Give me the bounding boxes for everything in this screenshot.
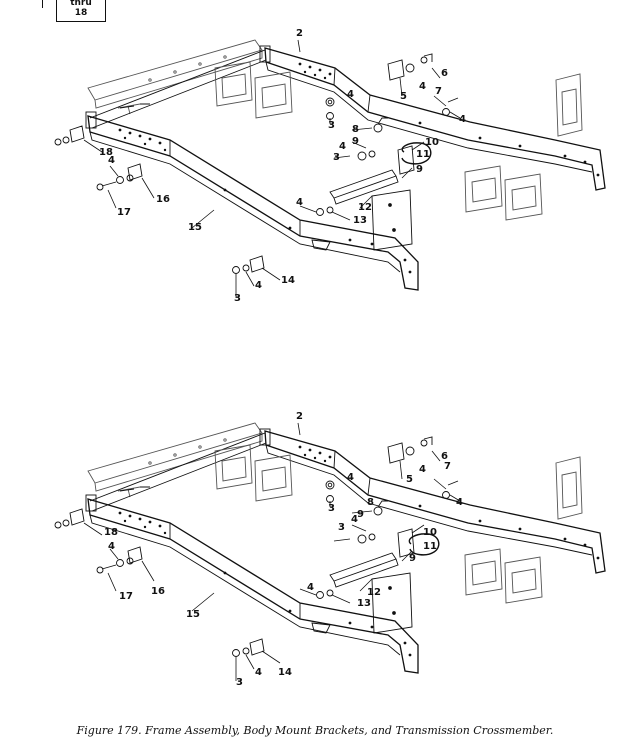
callout-13-bottom: 13 xyxy=(357,598,371,609)
callout-4-top: 4 xyxy=(347,89,354,100)
callout-3-bottom: 3 xyxy=(328,503,335,514)
callout-4-bottom: 4 xyxy=(255,667,262,678)
callout-4-top: 4 xyxy=(459,114,466,125)
callout-14-top: 14 xyxy=(281,275,295,286)
callout-4-top: 4 xyxy=(296,197,303,208)
callout-4-bottom: 4 xyxy=(419,464,426,475)
callout-16-bottom: 16 xyxy=(151,586,165,597)
callout-2-top: 2 xyxy=(296,28,303,39)
callout-15-top: 15 xyxy=(188,222,202,233)
callout-2-bottom: 2 xyxy=(296,411,303,422)
callout-11-top: 11 xyxy=(416,149,430,160)
callout-5-top: 5 xyxy=(400,91,407,102)
callout-9-bottom: 9 xyxy=(357,509,364,520)
callout-4-top: 4 xyxy=(108,155,115,166)
callout-3-bottom: 3 xyxy=(338,522,345,533)
callout-8-top: 8 xyxy=(352,124,359,135)
header-line-thru: thru xyxy=(70,0,92,8)
callout-16-top: 16 xyxy=(156,194,170,205)
figure-caption: Figure 179. Frame Assembly, Body Mount B… xyxy=(76,724,554,737)
header-tick-mark xyxy=(42,0,44,8)
header-line-18: 18 xyxy=(74,8,88,18)
callout-18-top: 18 xyxy=(99,147,113,158)
callout-12-top: 12 xyxy=(358,202,372,213)
callout-3-bottom: 3 xyxy=(236,677,243,688)
callout-3-top: 3 xyxy=(234,293,241,304)
callout-11-ring-top xyxy=(401,142,432,165)
callout-14-bottom: 14 xyxy=(278,667,292,678)
callout-15-bottom: 15 xyxy=(186,609,200,620)
callout-3-top: 3 xyxy=(328,120,335,131)
callout-10-bottom: 10 xyxy=(423,527,437,538)
callout-13-top: 13 xyxy=(353,215,367,226)
callout-12-bottom: 12 xyxy=(367,587,381,598)
header-reference-box: thru 18 xyxy=(56,0,106,22)
callout-17-bottom: 17 xyxy=(119,591,133,602)
callout-11-bottom: 11 xyxy=(423,541,437,552)
callout-9-top: 9 xyxy=(352,136,359,147)
callout-4-bottom: 4 xyxy=(108,541,115,552)
callout-4-bottom: 4 xyxy=(347,472,354,483)
callout-4-bottom: 4 xyxy=(351,514,358,525)
callout-7-top: 7 xyxy=(435,86,442,97)
callout-10-top: 10 xyxy=(425,137,439,148)
callout-7-bottom: 7 xyxy=(444,461,451,472)
callout-6-top: 6 xyxy=(441,68,448,79)
callout-6-bottom: 6 xyxy=(441,451,448,462)
callout-9-top: 9 xyxy=(416,164,423,175)
callout-5-bottom: 5 xyxy=(406,474,413,485)
callout-17-top: 17 xyxy=(117,207,131,218)
callout-4-top: 4 xyxy=(339,141,346,152)
callout-18-bottom: 18 xyxy=(104,527,118,538)
callout-9-bottom: 9 xyxy=(409,553,416,564)
callout-4-bottom: 4 xyxy=(456,497,463,508)
callout-4-top: 4 xyxy=(419,81,426,92)
callout-4-bottom: 4 xyxy=(307,582,314,593)
callout-11-ring-bottom xyxy=(408,533,440,556)
callout-8-bottom: 8 xyxy=(367,497,374,508)
callout-4-top: 4 xyxy=(255,280,262,291)
callout-3-top: 3 xyxy=(333,152,340,163)
